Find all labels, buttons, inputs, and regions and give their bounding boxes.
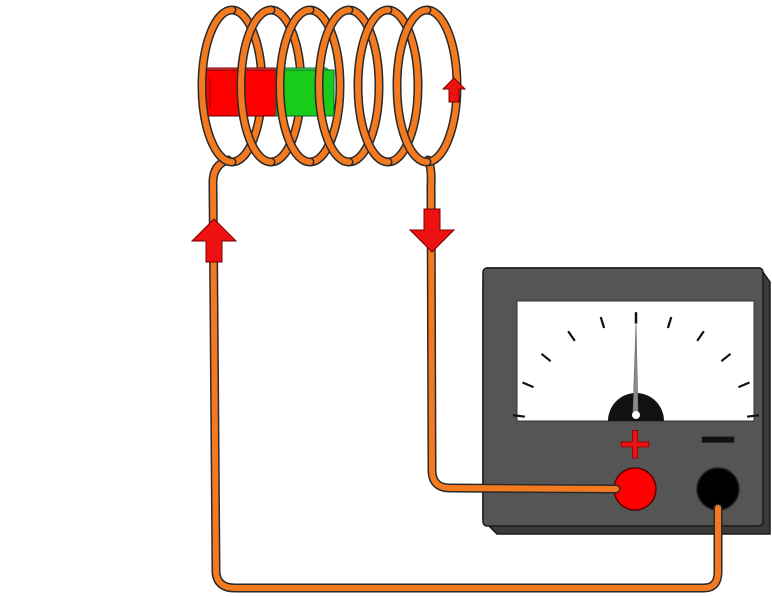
meter-tick (720, 352, 732, 363)
current-arrow-up-left-icon (190, 218, 238, 263)
coil-turn-front-5 (355, 7, 391, 165)
meter-scale-ticks (512, 312, 760, 418)
meter-tick (512, 414, 526, 418)
meter-needle (632, 321, 640, 419)
meter-tick (666, 316, 673, 329)
meter-tick (522, 381, 534, 389)
bar-magnet-icon (202, 67, 336, 117)
circuit-wires (208, 155, 723, 593)
meter-tick (599, 316, 606, 329)
coil-turn-front-2 (238, 7, 274, 165)
positive-sign: + (617, 418, 654, 469)
coil-turn-back-5 (385, 7, 421, 165)
meter-tick (738, 381, 750, 389)
coil-turn-back-3 (307, 7, 343, 165)
coil-front (197, 5, 432, 167)
meter-tick (696, 330, 705, 342)
coil-turn-front-1 (199, 7, 235, 165)
coil-turn-front-6 (394, 7, 430, 165)
meter-tick (567, 330, 576, 342)
coil-turn-front-3 (277, 7, 313, 165)
negative-sign: − (696, 409, 740, 469)
current-arrows (190, 77, 467, 263)
meter-tick (540, 352, 552, 363)
meter-tick (746, 414, 760, 418)
wire-right (425, 157, 619, 492)
current-arrow-up-coil-icon (441, 77, 467, 103)
coil-turn-front-4 (316, 7, 352, 165)
coil-turn-back-4 (346, 7, 382, 165)
current-arrow-down-right-icon (408, 208, 456, 253)
wire-left (209, 157, 721, 591)
galvanometer-icon: + − (482, 267, 771, 535)
